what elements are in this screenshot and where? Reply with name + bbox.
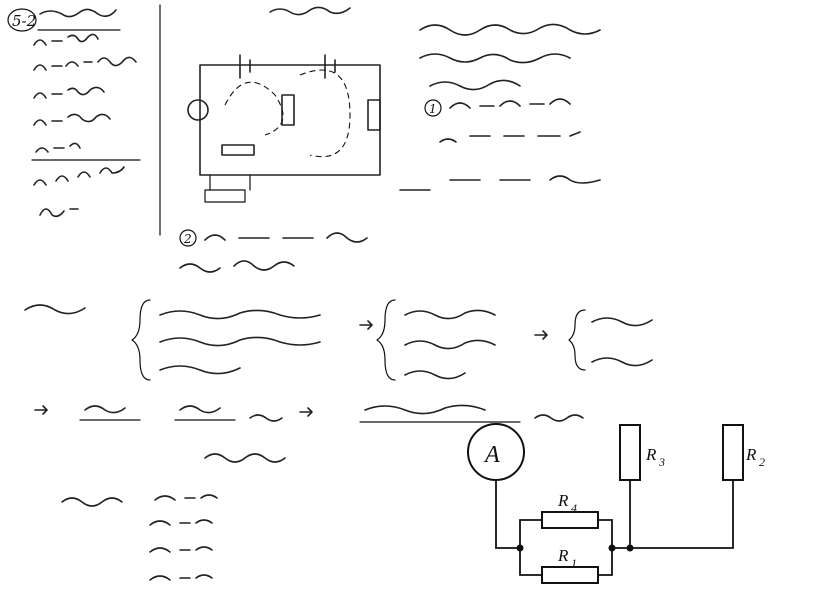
ammeter-symbol bbox=[467, 423, 525, 481]
step1-circle bbox=[424, 99, 442, 117]
sketch-r1-leads bbox=[209, 174, 251, 191]
given-line-2 bbox=[33, 56, 137, 71]
answer-2 bbox=[149, 519, 213, 526]
sys2-eq1 bbox=[404, 309, 496, 320]
r2-subscript: 2 bbox=[759, 455, 765, 469]
resistor-r2 bbox=[722, 424, 744, 481]
r1-subscript: 1 bbox=[571, 556, 577, 570]
sketch-r4 bbox=[221, 144, 255, 156]
equation-2 bbox=[204, 232, 368, 243]
answer-1 bbox=[154, 494, 218, 501]
resistor-r1 bbox=[541, 566, 599, 584]
fraction-num-3 bbox=[364, 404, 486, 415]
junction-left bbox=[516, 544, 524, 552]
brace-2 bbox=[376, 299, 396, 381]
sys1-eq3 bbox=[159, 365, 241, 375]
equation-1 bbox=[449, 98, 571, 109]
final-expression bbox=[204, 453, 286, 463]
sys3-eq2 bbox=[591, 357, 653, 367]
r1-label: R bbox=[557, 546, 569, 565]
equation-system bbox=[24, 299, 653, 381]
sketch-title-scribble bbox=[269, 6, 351, 16]
system-label bbox=[24, 304, 86, 315]
r2-label: R bbox=[745, 445, 757, 464]
r4-label: R bbox=[557, 491, 569, 510]
implies-arrow-1 bbox=[359, 320, 373, 330]
find-line-2 bbox=[39, 208, 79, 218]
sketch-r1 bbox=[204, 189, 246, 203]
equation-2b bbox=[179, 260, 295, 273]
answer-label bbox=[61, 497, 123, 507]
given-line-4 bbox=[33, 113, 111, 126]
equation-1c bbox=[399, 175, 601, 191]
sys2-eq2 bbox=[404, 339, 496, 350]
fraction-num-2 bbox=[179, 405, 221, 414]
step2-block: 2 bbox=[179, 229, 368, 273]
step2-number: 2 bbox=[183, 232, 192, 246]
r3-subscript: 3 bbox=[658, 455, 665, 469]
given-title-scribble bbox=[39, 8, 117, 18]
given-line-3 bbox=[33, 86, 105, 99]
implies-arrow-2 bbox=[534, 330, 548, 340]
implies-arrow-4 bbox=[299, 407, 313, 417]
sketch-ammeter bbox=[187, 99, 209, 121]
problem-number-circle bbox=[7, 8, 37, 32]
fraction-num-1 bbox=[84, 405, 126, 414]
step2-circle bbox=[179, 229, 197, 247]
brace-1 bbox=[131, 299, 151, 381]
brace-3 bbox=[568, 309, 586, 371]
equation-1b bbox=[439, 131, 581, 143]
resistor-r3 bbox=[619, 424, 641, 481]
fraction-row bbox=[34, 404, 584, 463]
sys2-eq3 bbox=[404, 370, 466, 380]
problem-number: 5-2 bbox=[12, 12, 36, 30]
given-data-block: 5-2 bbox=[7, 8, 141, 218]
note-line-2 bbox=[419, 53, 571, 64]
junction-r3 bbox=[626, 544, 634, 552]
sys1-eq2 bbox=[159, 336, 321, 347]
kirchhoff-notes: 1 bbox=[399, 23, 601, 191]
sketch-loop-2 bbox=[299, 69, 351, 158]
resistor-r4 bbox=[541, 511, 599, 529]
junction-right bbox=[608, 544, 616, 552]
note-line-1 bbox=[419, 23, 601, 36]
sketch-r2 bbox=[367, 99, 381, 131]
fraction-result-2 bbox=[534, 414, 584, 422]
answer-4 bbox=[149, 574, 213, 581]
sys3-eq1 bbox=[591, 317, 653, 327]
answer-3 bbox=[149, 546, 213, 553]
r3-label: R bbox=[645, 445, 657, 464]
step1-number: 1 bbox=[429, 102, 437, 116]
given-line-5 bbox=[35, 142, 81, 153]
sketch-loop-1 bbox=[224, 81, 284, 136]
answer-block bbox=[61, 494, 218, 581]
fraction-result bbox=[249, 414, 283, 422]
implies-arrow-3 bbox=[34, 405, 48, 415]
sketch-r3 bbox=[281, 94, 295, 126]
printed-circuit: A R 3 R 2 R 4 R 1 bbox=[467, 423, 765, 584]
ammeter-label: A bbox=[483, 442, 500, 468]
sys1-eq1 bbox=[159, 309, 321, 320]
given-line-1 bbox=[33, 33, 99, 46]
sketch-circuit bbox=[187, 6, 381, 203]
sketch-frame bbox=[199, 64, 381, 176]
note-line-3 bbox=[429, 79, 521, 91]
find-line-1 bbox=[33, 166, 125, 186]
r4-subscript: 4 bbox=[571, 501, 577, 515]
